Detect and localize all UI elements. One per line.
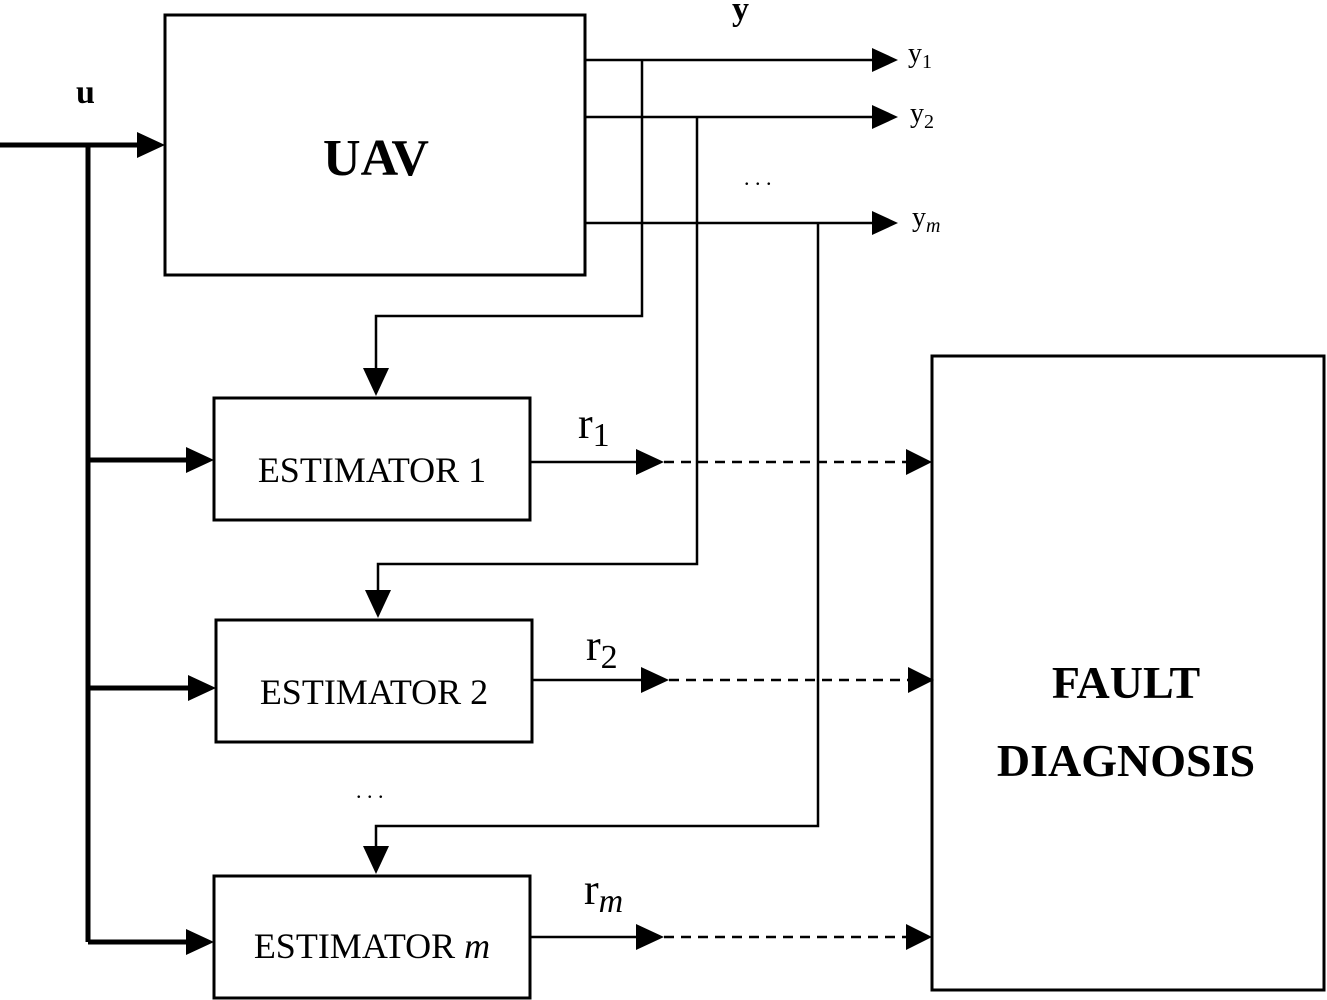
residual-rm-label: rm — [584, 865, 623, 920]
fault-diagnosis-label-line1: FAULT — [1052, 657, 1200, 708]
estimator-m-label: ESTIMATOR m — [254, 926, 490, 966]
arrow-feedback-estimator-2 — [365, 590, 391, 618]
arrow-r1 — [636, 449, 664, 475]
arrow-r2 — [641, 667, 669, 693]
arrow-rm-to-fault-diagnosis — [906, 924, 932, 950]
feedback-arrowheads — [363, 368, 391, 874]
feedback-lines — [374, 60, 820, 850]
output-ym-label: ym — [912, 202, 940, 237]
arrow-u-to-estimator-m — [186, 929, 214, 955]
dashed-arrowheads — [906, 449, 934, 950]
uav-label: UAV — [323, 130, 429, 187]
fault-diagnosis-block — [930, 354, 1326, 992]
arrow-y1 — [872, 48, 898, 72]
estimators-ellipsis: . . . — [356, 778, 384, 803]
arrow-feedback-estimator-m — [363, 846, 389, 874]
input-arrowheads — [137, 132, 216, 955]
input-bus — [0, 142, 192, 945]
arrow-ym — [872, 211, 898, 235]
residual-arrowheads — [636, 449, 669, 950]
estimator-1-label: ESTIMATOR 1 — [258, 450, 486, 490]
arrow-feedback-estimator-1 — [363, 368, 389, 396]
fault-diagnosis-label-line2: DIAGNOSIS — [997, 735, 1255, 786]
output-lines — [585, 58, 875, 225]
residual-r2-label: r2 — [586, 621, 618, 676]
output-arrowheads — [872, 48, 898, 235]
output-y-label: y — [732, 0, 749, 28]
arrow-r1-to-fault-diagnosis — [906, 449, 932, 475]
estimator-1-block — [212, 396, 532, 522]
arrow-rm — [636, 924, 664, 950]
residual-r1-label: r1 — [578, 399, 610, 454]
arrow-u-to-estimator-2 — [188, 675, 216, 701]
arrow-y2 — [872, 105, 898, 129]
arrow-u-to-uav — [137, 132, 165, 158]
estimator-2-label: ESTIMATOR 2 — [260, 672, 488, 712]
arrow-r2-to-fault-diagnosis — [908, 667, 934, 693]
input-u-label: u — [76, 74, 95, 111]
outputs-ellipsis: . . . — [744, 165, 772, 190]
output-y2-label: y2 — [910, 98, 934, 133]
residual-lines — [530, 460, 645, 939]
dashed-lines — [664, 460, 912, 939]
output-y1-label: y1 — [908, 38, 932, 73]
arrow-u-to-estimator-1 — [186, 447, 214, 473]
